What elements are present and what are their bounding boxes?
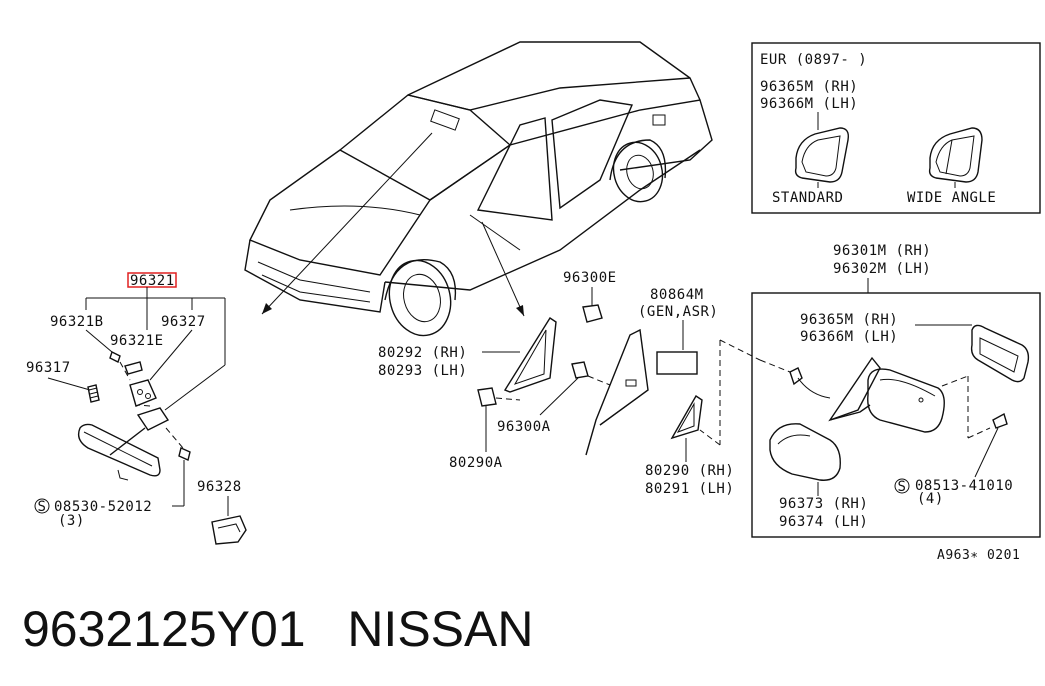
inner-mirror-group: 96321 96321B 96327 96321E 96317: [26, 272, 247, 545]
label-qty-3: (3): [58, 513, 85, 529]
label-96301M[interactable]: 96301M (RH): [833, 243, 931, 259]
eur-inset: EUR (0897- ) 96365M (RH) 96366M (LH) STA…: [751, 42, 1041, 214]
label-gen-asr: (GEN,ASR): [638, 304, 718, 320]
figure-code: A963∗ 0201: [937, 548, 1020, 563]
car-illustration: [244, 41, 713, 337]
label-96321E[interactable]: 96321E: [110, 333, 164, 349]
label-08513-41010[interactable]: 08513-41010: [915, 478, 1013, 494]
inset-eur-label: EUR (0897- ): [760, 52, 867, 68]
label-80291[interactable]: 80291 (LH): [645, 481, 734, 497]
label-96300E[interactable]: 96300E: [563, 270, 617, 286]
label-qty-4: (4): [917, 491, 944, 507]
brand-name: NISSAN: [347, 601, 534, 657]
part-caption: 9632125Y01 NISSAN: [22, 596, 533, 662]
outer-mirror-group: 96301M (RH) 96302M (LH) 96365M (RH) 9636…: [751, 243, 1041, 538]
part-highlight-box[interactable]: [127, 272, 177, 288]
label-96365M-b[interactable]: 96365M (RH): [800, 312, 898, 328]
label-96366M-b[interactable]: 96366M (LH): [800, 329, 898, 345]
label-96321B[interactable]: 96321B: [50, 314, 104, 330]
label-08530-52012[interactable]: 08530-52012: [54, 499, 152, 515]
outer-mirror-box: [751, 292, 1041, 538]
label-80864M[interactable]: 80864M: [650, 287, 704, 303]
inset-label-lh[interactable]: 96366M (LH): [760, 96, 858, 112]
label-80292[interactable]: 80292 (RH): [378, 345, 467, 361]
label-96300A[interactable]: 96300A: [497, 419, 551, 435]
inset-label-rh[interactable]: 96365M (RH): [760, 79, 858, 95]
part-number: 9632125Y01: [22, 601, 306, 657]
label-80293[interactable]: 80293 (LH): [378, 363, 467, 379]
label-standard[interactable]: STANDARD: [772, 190, 843, 206]
label-80290A[interactable]: 80290A: [449, 455, 503, 471]
label-96317[interactable]: 96317: [26, 360, 71, 376]
label-wide-angle[interactable]: WIDE ANGLE: [907, 190, 996, 206]
label-96373[interactable]: 96373 (RH): [779, 496, 868, 512]
label-96327[interactable]: 96327: [161, 314, 206, 330]
label-96374[interactable]: 96374 (LH): [779, 514, 868, 530]
label-80290[interactable]: 80290 (RH): [645, 463, 734, 479]
parts-diagram: 96321 96321B 96327 96321E 96317: [26, 41, 1041, 563]
label-96302M[interactable]: 96302M (LH): [833, 261, 931, 277]
screw-symbol-left: S: [38, 499, 47, 515]
screw-symbol-right: S: [898, 479, 907, 495]
label-96328[interactable]: 96328: [197, 479, 242, 495]
door-corner-group: 96300E 80864M (GEN,ASR) 80292 (RH) 80293…: [378, 270, 761, 497]
label-96321[interactable]: 96321: [130, 273, 175, 289]
